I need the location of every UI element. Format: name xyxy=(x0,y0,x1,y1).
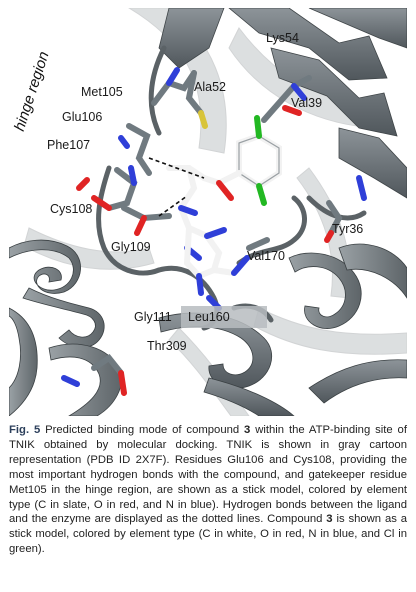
residue-label-cys108: Cys108 xyxy=(50,202,93,216)
hydrogen-bonds xyxy=(148,157,205,217)
residue-label-val39: Val39 xyxy=(291,96,323,110)
residue-label-met105: Met105 xyxy=(81,85,123,99)
residue-label-gly111: Gly111 xyxy=(134,310,172,324)
residue-label-lys54: Lys54 xyxy=(266,31,299,45)
residue-label-glu106: Glu106 xyxy=(62,110,103,124)
ligand-sticks xyxy=(166,115,282,296)
caption-figure-label: Fig. 5 xyxy=(9,424,41,436)
residue-label-ala52: Ala52 xyxy=(194,80,226,94)
caption-text-3: is shown as a stick model, colored by el… xyxy=(9,513,407,556)
caption-compound-ref-1: 3 xyxy=(244,424,251,436)
figure-caption: Fig. 5 Predicted binding mode of compoun… xyxy=(9,423,407,557)
caption-text-2: within the ATP-binding site of TNIK obta… xyxy=(9,424,407,526)
leu160-label-box xyxy=(181,306,267,328)
residue-label-tyr36: Tyr36 xyxy=(332,222,364,236)
molecular-structure-render xyxy=(9,8,407,416)
caption-compound-ref-2: 3 xyxy=(326,513,333,526)
docking-figure: hinge region Lys54 Met105 Ala52 Val39 Gl… xyxy=(9,8,407,416)
residue-label-leu160: Leu160 xyxy=(188,310,230,324)
residue-label-phe107: Phe107 xyxy=(47,138,91,152)
protein-sticks xyxy=(61,67,367,396)
helix-bottom xyxy=(158,312,407,416)
residue-label-thr309: Thr309 xyxy=(147,339,187,353)
residue-label-gly109: Gly109 xyxy=(111,240,151,254)
helix-right xyxy=(288,243,407,329)
caption-text-1: Predicted binding mode of compound xyxy=(40,424,245,436)
residue-label-val170: Val170 xyxy=(247,249,285,263)
